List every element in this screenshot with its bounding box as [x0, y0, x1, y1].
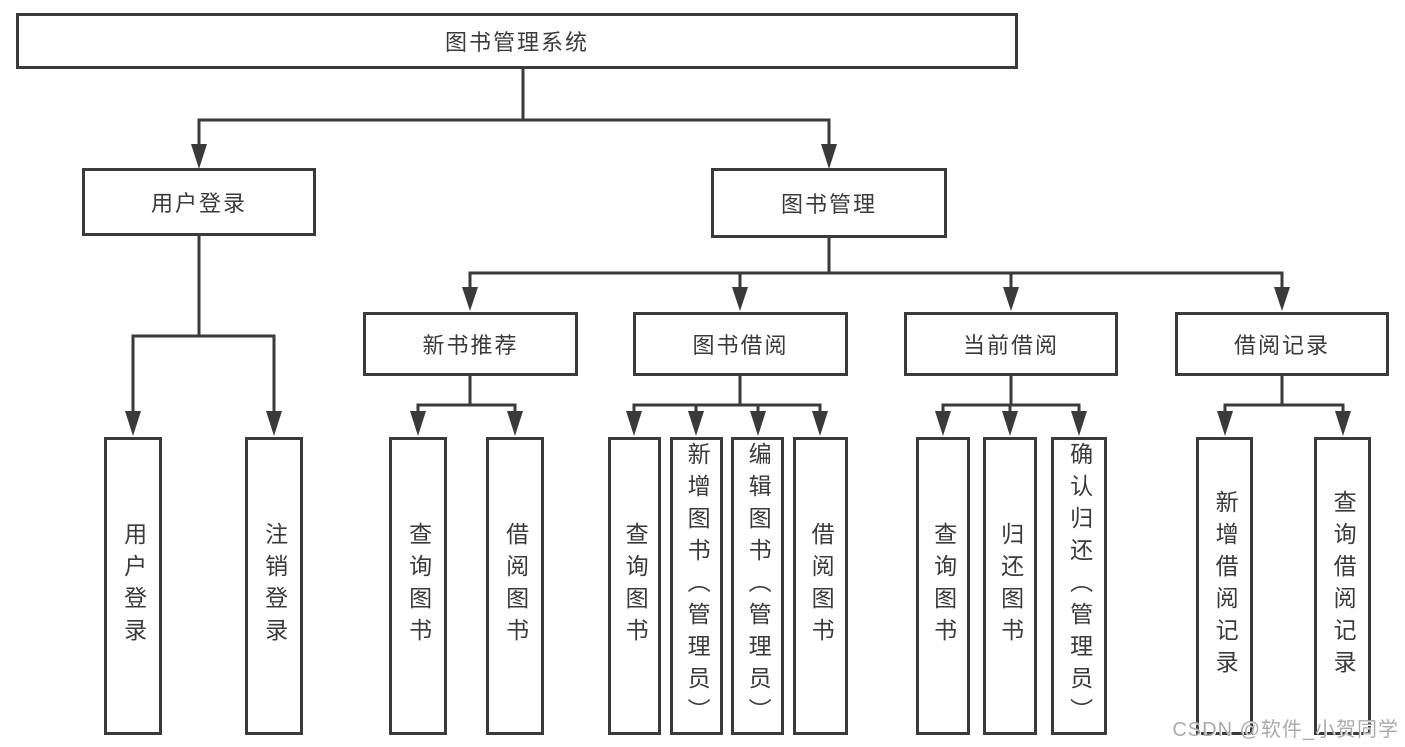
csdn-watermark: CSDN @软件_小贺同学: [1172, 719, 1399, 741]
leaf-add-borrow-record: 新增借阅记录: [1196, 437, 1253, 735]
leaf-query-books-borrowing: 查询图书: [608, 437, 661, 735]
leaf-edit-books-admin: 编辑图书（管理员）: [731, 437, 784, 735]
node-book-management: 图书管理: [711, 168, 947, 238]
leaf-borrow-books-borrowing: 借阅图书: [793, 437, 848, 735]
leaf-add-books-admin: 新增图书（管理员）: [670, 437, 723, 735]
node-borrowing-records: 借阅记录: [1175, 312, 1389, 376]
leaf-confirm-return-admin: 确认归还（管理员）: [1051, 437, 1107, 735]
arrowheads: [125, 144, 1351, 436]
leaf-user-login: 用户登录: [104, 437, 162, 735]
node-library-system: 图书管理系统: [16, 13, 1018, 69]
node-new-book-recommend: 新书推荐: [363, 312, 578, 376]
node-book-borrowing: 图书借阅: [633, 312, 848, 376]
leaf-return-books: 归还图书: [983, 437, 1037, 735]
leaf-query-borrow-record: 查询借阅记录: [1314, 437, 1371, 735]
leaf-logout: 注销登录: [245, 437, 303, 735]
leaf-query-books-current: 查询图书: [916, 437, 970, 735]
leaf-borrow-books-recommend: 借阅图书: [486, 437, 544, 735]
leaf-query-books-recommend: 查询图书: [389, 437, 447, 735]
node-user-login: 用户登录: [82, 168, 316, 236]
node-current-borrowing: 当前借阅: [904, 312, 1118, 376]
